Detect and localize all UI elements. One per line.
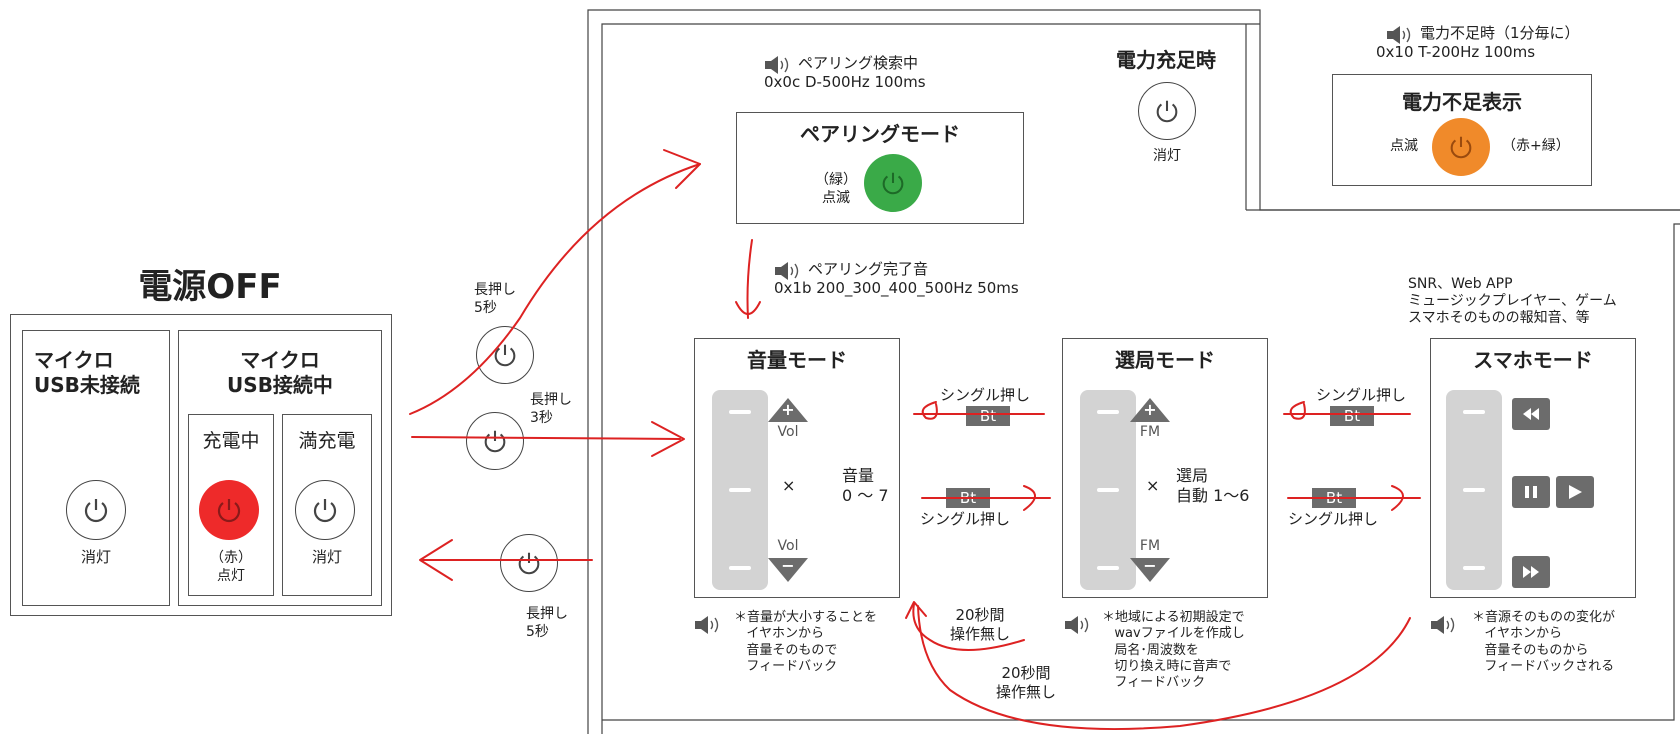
usb-disconnected-panel bbox=[22, 330, 170, 606]
power-button-icon bbox=[500, 534, 558, 592]
full-charge-state: 消灯 bbox=[311, 548, 342, 566]
volume-range: 音量 0 ～ 7 bbox=[842, 466, 889, 505]
single-press-label: シングル押し bbox=[940, 386, 1031, 404]
to-volume-label: 長押し 3秒 bbox=[530, 392, 572, 426]
phone-apps: SNR、Web APP ミュージックプレイヤー、ゲーム スマホそのものの報知音、… bbox=[1408, 276, 1617, 326]
single-press-label: シングル押し bbox=[1288, 510, 1379, 528]
power-button-orange-icon bbox=[1432, 118, 1490, 176]
power-button-icon bbox=[66, 480, 126, 540]
power-button-icon bbox=[295, 480, 355, 540]
station-minus-symbol: − bbox=[1143, 556, 1157, 575]
power-full-state: 消灯 bbox=[1153, 148, 1181, 164]
usb-disconnected-state: 消灯 bbox=[80, 548, 111, 566]
station-minus-label: FM bbox=[1139, 538, 1161, 554]
volume-plus-label: Vol bbox=[777, 424, 799, 440]
volume-minus-label: Vol bbox=[777, 538, 799, 554]
usb-disconnected-title: マイクロ USB未接続 bbox=[34, 348, 140, 397]
volume-note: ＊音量が大小することを イヤホンから 音量そのもので フィードバック bbox=[734, 610, 878, 674]
speaker-icon bbox=[765, 56, 789, 74]
station-range: 選局 自動 1～6 bbox=[1176, 466, 1250, 505]
minus-icon bbox=[1130, 558, 1170, 582]
power-button-icon bbox=[476, 326, 534, 384]
power-off-title: 電源OFF bbox=[138, 267, 282, 307]
pairing-state: （緑） 点滅 bbox=[815, 172, 857, 206]
timeout-label: 20秒間 操作無し bbox=[995, 664, 1056, 701]
phone-slider[interactable] bbox=[1446, 390, 1502, 590]
full-charge-title: 満充電 bbox=[298, 430, 356, 452]
speaker-icon bbox=[695, 616, 719, 634]
power-full-title: 電力充足時 bbox=[1116, 48, 1216, 72]
bt-tag: Bt bbox=[1330, 406, 1374, 426]
volume-mode-title: 音量モード bbox=[747, 348, 847, 372]
power-low-sound: 電力不足時（1分毎に） 0x10 T-200Hz 100ms bbox=[1376, 24, 1580, 61]
speaker-icon bbox=[1065, 616, 1089, 634]
station-cross: × bbox=[1146, 476, 1160, 495]
phone-mode-title: スマホモード bbox=[1473, 348, 1593, 372]
single-press-label: シングル押し bbox=[920, 510, 1011, 528]
station-mode-title: 選局モード bbox=[1115, 348, 1215, 372]
power-low-title: 電力不足表示 bbox=[1402, 90, 1522, 114]
volume-cross: × bbox=[782, 476, 796, 495]
rewind-icon[interactable] bbox=[1512, 398, 1550, 430]
plus-icon bbox=[768, 398, 808, 422]
power-low-right: （赤+緑） bbox=[1502, 138, 1570, 154]
power-button-icon bbox=[1138, 82, 1196, 140]
usb-connected-title: マイクロ USB接続中 bbox=[227, 348, 333, 397]
minus-icon bbox=[768, 558, 808, 582]
station-plus-label: FM bbox=[1139, 424, 1161, 440]
pairing-complete-sound: ペアリング完了音 0x1b 200_300_400_500Hz 50ms bbox=[774, 260, 1019, 297]
bt-tag: Bt bbox=[966, 406, 1010, 426]
timeout-label: 20秒間 操作無し bbox=[949, 606, 1010, 643]
power-button-green-icon bbox=[864, 154, 922, 212]
speaker-icon bbox=[1387, 26, 1411, 44]
to-off-label: 長押し 5秒 bbox=[526, 606, 568, 640]
phone-note: ＊音源そのものの変化が イヤホンから 音量そのものから フィードバックされる bbox=[1472, 610, 1616, 674]
station-slider[interactable] bbox=[1080, 390, 1136, 590]
speaker-icon bbox=[1431, 616, 1455, 634]
charging-panel bbox=[188, 414, 274, 596]
station-plus-symbol: + bbox=[1143, 400, 1157, 419]
plus-icon bbox=[1130, 398, 1170, 422]
speaker-icon bbox=[775, 262, 799, 280]
charging-state: （赤） 点灯 bbox=[210, 550, 252, 584]
pairing-mode-title: ペアリングモード bbox=[800, 122, 960, 146]
fast-forward-icon[interactable] bbox=[1512, 556, 1550, 588]
power-button-red-icon bbox=[199, 480, 259, 540]
pause-icon[interactable] bbox=[1512, 476, 1550, 508]
charging-title: 充電中 bbox=[202, 430, 260, 452]
volume-minus-symbol: − bbox=[781, 556, 795, 575]
to-pairing-label: 長押し 5秒 bbox=[474, 282, 516, 316]
single-press-label: シングル押し bbox=[1316, 386, 1407, 404]
pairing-search-sound: ペアリング検索中 0x0c D-500Hz 100ms bbox=[764, 54, 926, 91]
volume-plus-symbol: + bbox=[781, 400, 795, 419]
power-button-icon bbox=[466, 412, 524, 470]
play-icon[interactable] bbox=[1556, 476, 1594, 508]
power-low-left: 点滅 bbox=[1390, 138, 1418, 154]
volume-slider[interactable] bbox=[712, 390, 768, 590]
station-note: ＊地域による初期設定で wavファイルを作成し 局名･周波数を 切り換え時に音声… bbox=[1102, 610, 1245, 690]
